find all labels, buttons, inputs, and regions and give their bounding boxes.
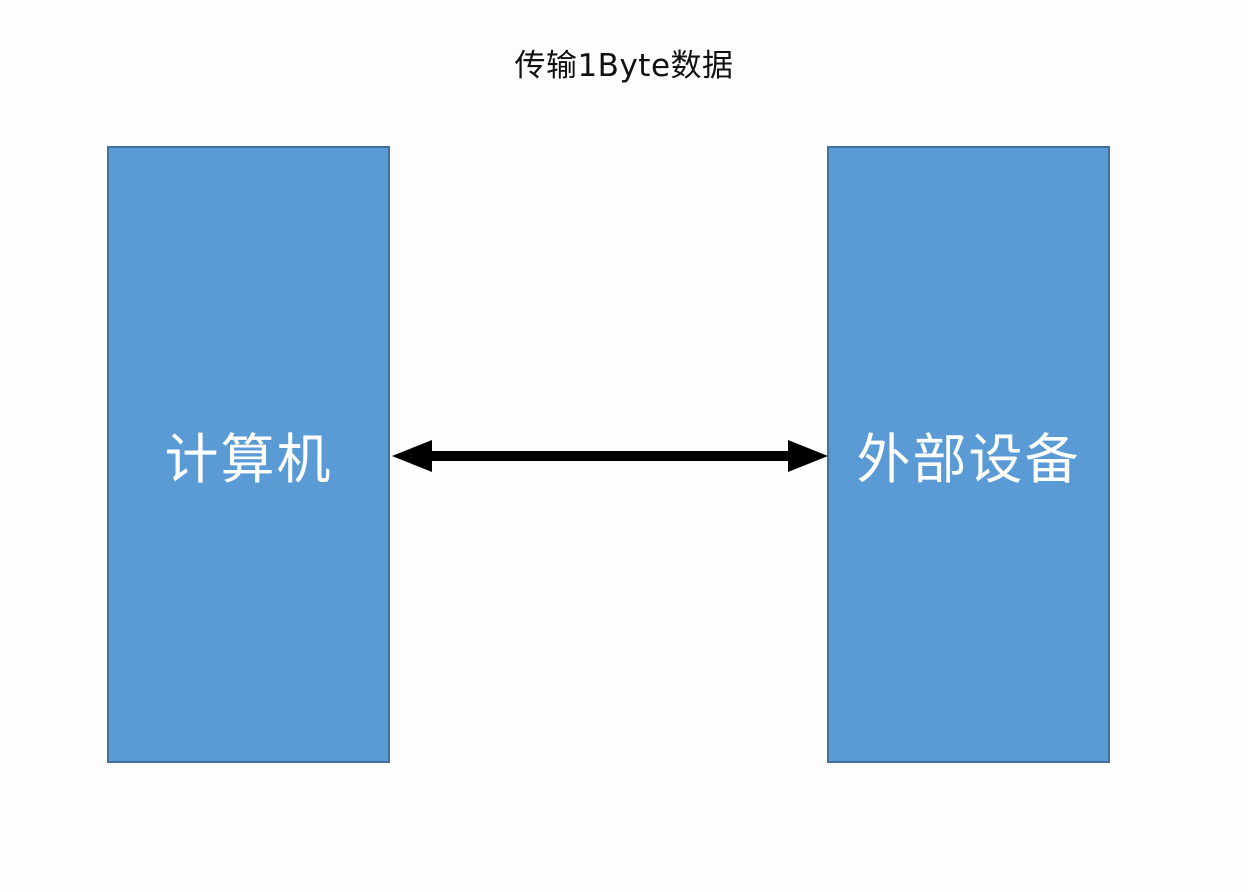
node-computer: 计算机	[107, 146, 390, 763]
bidirectional-arrow	[392, 440, 828, 472]
node-external-device-label: 外部设备	[856, 428, 1081, 491]
arrow-head-left	[392, 440, 432, 472]
node-computer-label: 计算机	[164, 428, 333, 491]
arrow-head-right	[788, 440, 828, 472]
node-external-device: 外部设备	[827, 146, 1110, 763]
diagram-title: 传输1Byte数据	[514, 48, 734, 84]
arrow-shaft	[422, 451, 798, 461]
